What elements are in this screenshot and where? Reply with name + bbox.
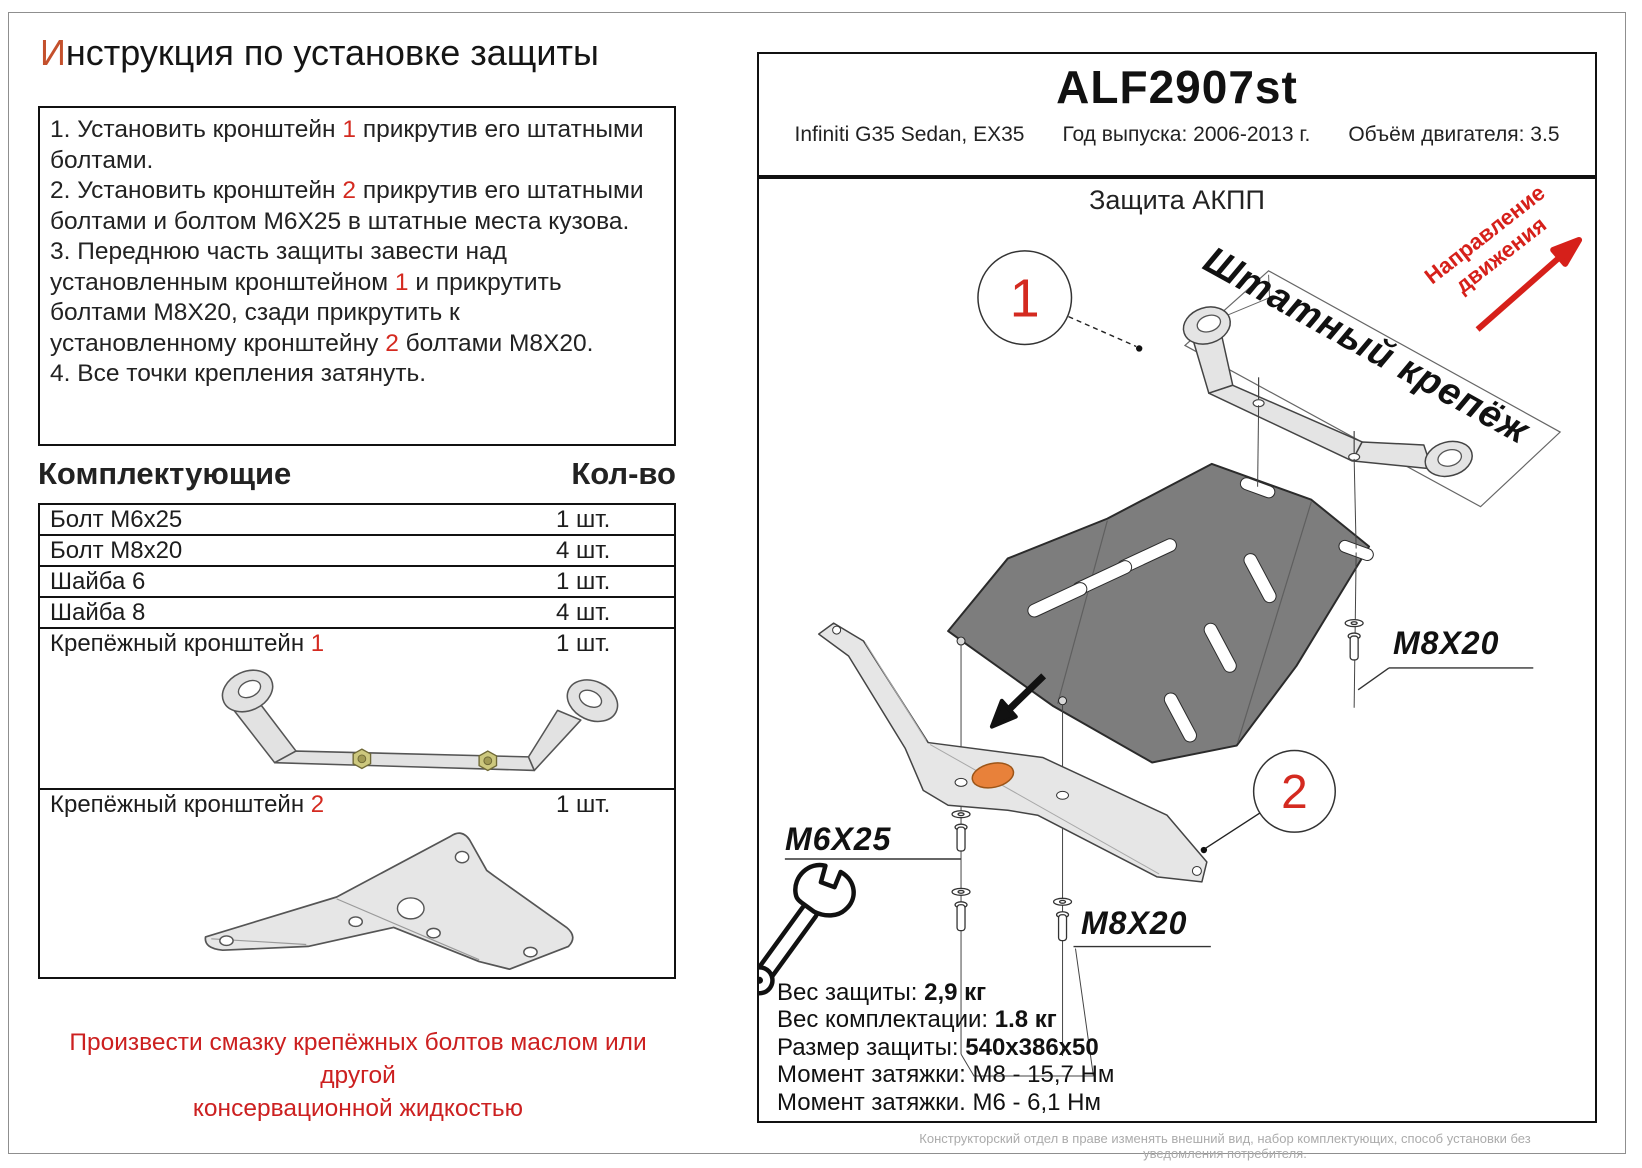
spec-line: Размер защиты: 540x386x50 xyxy=(777,1033,1099,1061)
spec-line: Момент затяжки: М8 - 15,7 Нм xyxy=(777,1061,1115,1089)
spec-line: Вес защиты: 2,9 кг xyxy=(777,979,987,1006)
bolt-label-m8x20-right: M8X20 xyxy=(1393,625,1500,661)
page-border xyxy=(8,12,1626,1154)
installation-steps: 1. Установить кронштейн 1 прикрутив его … xyxy=(38,106,676,446)
step-line: 4. Все точки крепления затянуть. xyxy=(50,360,427,387)
direction-arrow-icon xyxy=(1475,236,1583,332)
bracket-2 xyxy=(817,622,1208,883)
product-engine: Объём двигателя: 3.5 xyxy=(1348,123,1560,146)
washer-bolt-icons xyxy=(951,618,1364,942)
step-line: болтами М8Х20, сзади прикрутить к xyxy=(50,299,460,326)
components-header: Комплектующие Кол-во xyxy=(38,456,676,492)
diagram-panel: Защита АКПП xyxy=(757,177,1597,1123)
callout-2: 2 xyxy=(1200,749,1336,854)
product-code: ALF2907st xyxy=(1056,61,1298,113)
step-line: болтами и болтом М6Х25 в штатные места к… xyxy=(50,207,630,235)
step-line: 1. Установить кронштейн 1 прикрутив его … xyxy=(50,116,644,143)
callout-1: 1 xyxy=(977,250,1143,352)
step-line: установленному кронштейну 2 болтами М8Х2… xyxy=(50,329,594,357)
bracket-1-photo xyxy=(40,658,674,788)
components-title: Комплектующие xyxy=(38,456,292,491)
spec-line: Вес комплектации: 1.8 кг xyxy=(777,1006,1057,1034)
bracket-2-photo xyxy=(40,819,674,977)
placement-arrow-icon xyxy=(989,673,1047,729)
assembly-lines xyxy=(960,405,1357,1077)
product-model: Infiniti G35 Sedan, EX35 xyxy=(794,123,1025,146)
step-line: 2. Установить кронштейн 2 прикрутив его … xyxy=(50,177,644,204)
bracket-1 xyxy=(1182,306,1473,478)
step-line: установленным кронштейном 1 и прикрутить xyxy=(50,268,562,296)
svg-text:2: 2 xyxy=(1281,766,1308,819)
step-line: 3. Переднюю часть защиты завести над xyxy=(50,238,507,265)
specs-block: Вес защиты: 2,9 кг Вес комплектации: 1.8… xyxy=(777,979,1114,1116)
title-text: нструкция по установке защиты xyxy=(65,32,599,73)
bolt-label-m8x20-bottom: M8X20 xyxy=(1081,905,1188,941)
stud-bolt-icon xyxy=(1252,377,1361,462)
spec-line: Момент затяжки. М6 - 6,1 Нм xyxy=(777,1088,1102,1116)
page-title: Инструкция по установке защиты xyxy=(40,32,599,74)
manufacturer-disclaimer: Конструкторский отдел в праве изменять в… xyxy=(919,1131,1531,1161)
title-accent-letter: И xyxy=(40,32,66,73)
bolt-label-m6x25: M6X25 xyxy=(785,821,892,857)
product-year: Год выпуска: 2006-2013 г. xyxy=(1062,123,1311,146)
label-leaders xyxy=(784,667,1534,948)
skid-plate xyxy=(947,462,1374,764)
step-line: болтами. xyxy=(50,146,154,174)
brand-logo xyxy=(971,762,1015,789)
diagram-title: Защита АКПП xyxy=(1089,185,1265,215)
product-header: ALF2907st Infiniti G35 Sedan, EX35 Год в… xyxy=(757,52,1597,177)
exploded-diagram: 1 2 xyxy=(759,236,1583,1077)
quantity-title: Кол-во xyxy=(571,456,676,491)
svg-text:1: 1 xyxy=(1010,269,1040,329)
lubrication-warning: Произвести смазку крепёжных болтов масло… xyxy=(69,1029,647,1122)
wrench-icon xyxy=(759,862,856,996)
